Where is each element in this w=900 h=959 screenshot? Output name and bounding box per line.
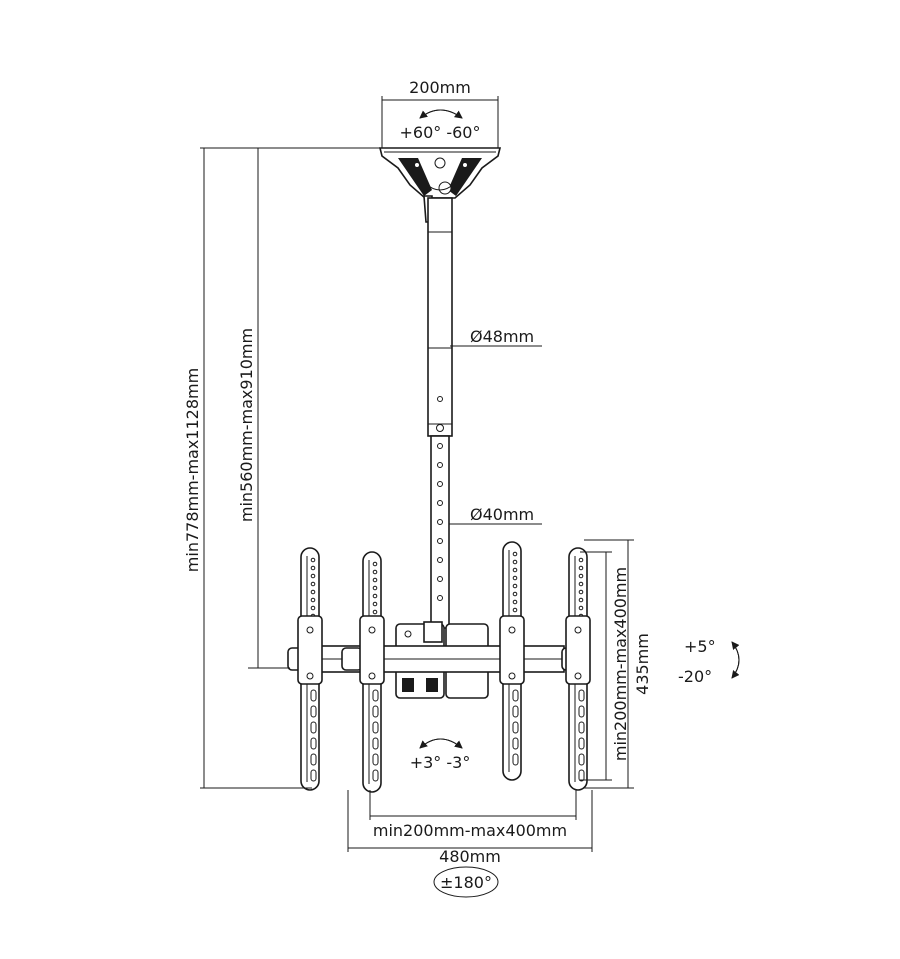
ceiling-plate xyxy=(378,147,502,199)
pole-height-label: min560mm-max910mm xyxy=(237,328,256,522)
upper-tube xyxy=(427,197,453,437)
vertical-arm xyxy=(359,551,385,793)
labels: 200mm +60° -60° Ø48mm Ø40mm min778mm-max… xyxy=(183,78,716,892)
tube-hole xyxy=(437,519,443,525)
center-joint xyxy=(395,621,489,699)
tube-hole xyxy=(437,595,443,601)
tube-hole xyxy=(437,443,443,449)
arm-height-label: 435mm xyxy=(633,633,652,695)
horizontal-bar xyxy=(287,645,585,673)
tube-hole xyxy=(437,500,443,506)
lower-tube-diameter-label: Ø40mm xyxy=(470,505,534,524)
bar-width-label: 480mm xyxy=(439,847,501,866)
dimension-lines xyxy=(200,96,740,898)
total-height-label: min778mm-max1128mm xyxy=(183,368,202,572)
roll-label: +3° -3° xyxy=(410,753,471,772)
tube-hole xyxy=(437,462,443,468)
plate-swivel-label: +60° -60° xyxy=(400,123,481,142)
plate-width-label: 200mm xyxy=(409,78,471,97)
lower-tube xyxy=(430,435,450,629)
vertical-arms xyxy=(297,541,591,793)
tilt-up-label: +5° xyxy=(684,637,716,656)
vertical-arm xyxy=(565,547,591,791)
vesa-vertical-label: min200mm-max400mm xyxy=(611,567,630,761)
tube-hole xyxy=(437,557,443,563)
vertical-arm xyxy=(499,541,525,781)
upper-tube-diameter-label: Ø48mm xyxy=(470,327,534,346)
tilt-down-label: -20° xyxy=(678,667,712,686)
rotation-label: ±180° xyxy=(440,873,492,892)
tube-hole xyxy=(437,576,443,582)
vesa-horizontal-label: min200mm-max400mm xyxy=(373,821,567,840)
vertical-arm xyxy=(297,547,323,791)
tube-hole xyxy=(437,538,443,544)
tube-hole xyxy=(437,481,443,487)
